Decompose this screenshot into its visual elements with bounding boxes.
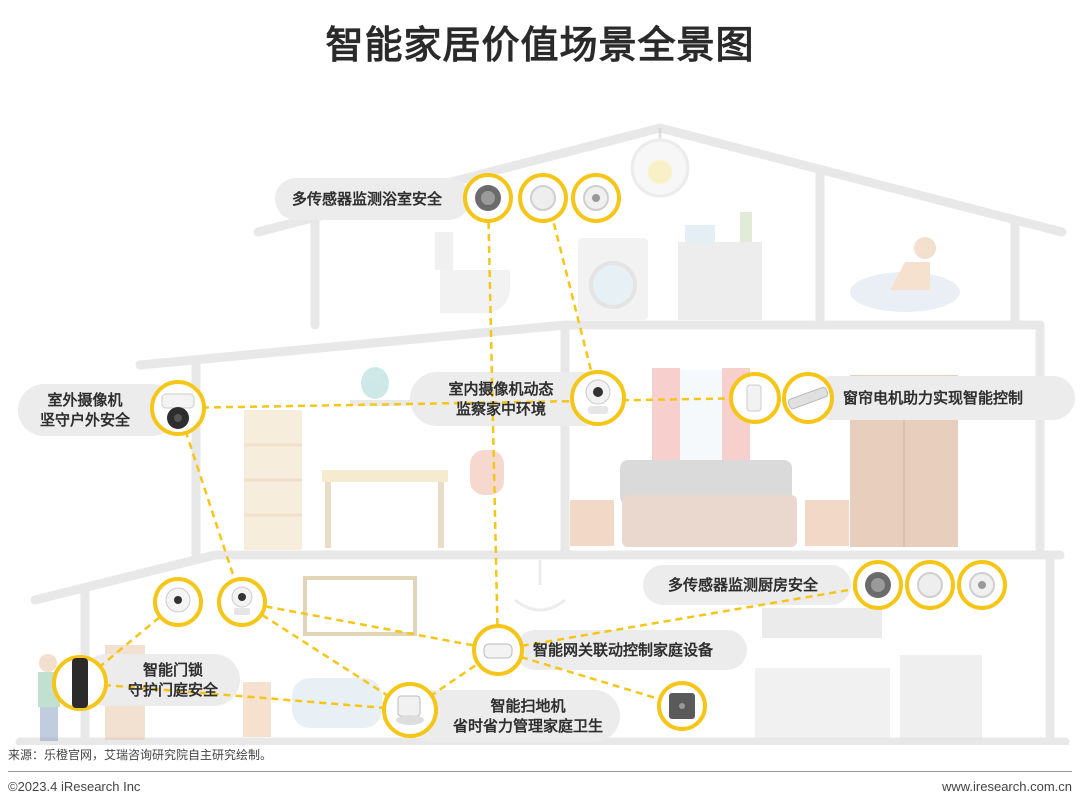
indoor-camera-label-line1: 室内摄像机动态	[448, 380, 554, 398]
outdoor-camera-label: 室外摄像机 坚守户外安全	[22, 390, 148, 430]
bathroom-sensors-label: 多传感器监测浴室安全	[292, 190, 443, 208]
robot-vacuum-label-line2: 省时省力管理家庭卫生	[452, 717, 603, 735]
footer-divider	[8, 771, 1072, 772]
outdoor-camera-label-line2: 坚守户外安全	[39, 411, 130, 429]
copyright-text: ©2023.4 iResearch Inc	[8, 779, 141, 794]
outdoor-camera-label-line1: 室外摄像机	[47, 391, 123, 409]
label-pills	[18, 178, 1075, 742]
kitchen-sensors-label: 多传感器监测厨房安全	[668, 576, 819, 594]
source-note: 来源：乐橙官网，艾瑞咨询研究院自主研究绘制。	[8, 748, 273, 762]
indoor-camera-label-line2: 监察家中环境	[455, 400, 546, 418]
gateway-icon	[472, 624, 524, 676]
robot-vacuum-label-line1: 智能扫地机	[490, 697, 566, 715]
kitchen-sensor-1-icon	[853, 560, 903, 610]
website-link[interactable]: www.iresearch.com.cn	[941, 779, 1072, 794]
living-room-camera-icon	[153, 577, 203, 627]
robot-vacuum-label: 智能扫地机 省时省力管理家庭卫生	[438, 696, 618, 736]
page-title: 智能家居价值场景全景图	[325, 23, 755, 67]
door-lock-label-line1: 智能门锁	[142, 661, 203, 679]
smart-switch-icon	[657, 681, 707, 731]
bathroom-sensor-3-icon	[571, 173, 621, 223]
curtain-motor-icon	[782, 372, 834, 424]
device-nodes	[52, 173, 1007, 738]
smart-home-scene	[15, 123, 1075, 745]
curtain-motor-label: 窗帘电机助力实现智能控制	[843, 389, 1024, 407]
door-lock-icon	[52, 655, 108, 711]
kitchen-sensor-3-icon	[957, 560, 1007, 610]
indoor-camera-icon	[570, 370, 626, 426]
door-lock-label-line2: 守护门庭安全	[127, 681, 218, 699]
door-lock-label: 智能门锁 守护门庭安全	[112, 660, 234, 700]
curtain-sensor-icon	[729, 372, 781, 424]
kitchen-sensor-2-icon	[905, 560, 955, 610]
pan-tilt-camera-icon	[217, 577, 267, 627]
robot-vacuum-icon	[382, 682, 438, 738]
outdoor-camera-icon	[150, 380, 206, 436]
gateway-label: 智能网关联动控制家庭设备	[533, 641, 714, 659]
bathroom-sensor-2-icon	[518, 173, 568, 223]
bathroom-sensor-1-icon	[463, 173, 513, 223]
connection-lines	[79, 197, 879, 712]
indoor-camera-label: 室内摄像机动态 监察家中环境	[430, 379, 572, 419]
